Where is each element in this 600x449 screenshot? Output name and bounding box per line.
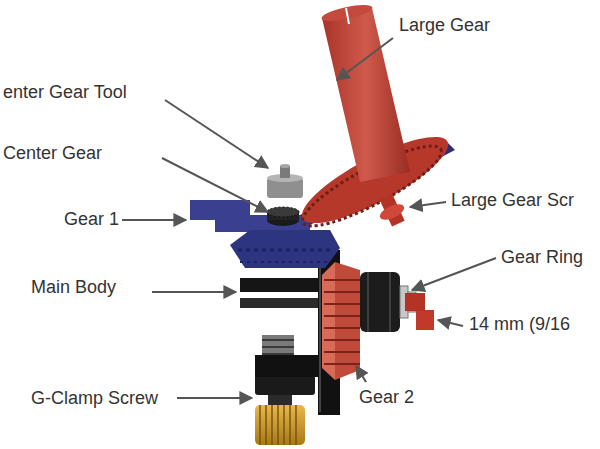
leader-lines [122, 38, 496, 398]
part-label: Large Gear Scr [450, 190, 575, 210]
gear-ring [360, 272, 434, 332]
g-clamp-screw [255, 335, 315, 445]
main-body [240, 250, 340, 415]
center-gear [267, 207, 299, 226]
part-label: Center Gear [2, 143, 103, 163]
part-label: G-Clamp Screw [30, 388, 159, 408]
center-gear-tool [267, 164, 303, 198]
gear-2 [322, 262, 360, 380]
part-label: Large Gear [398, 15, 491, 35]
part-label: Gear 2 [358, 387, 415, 407]
part-label: enter Gear Tool [2, 82, 128, 102]
part-label: Main Body [30, 277, 117, 297]
part-label: Gear 1 [63, 209, 120, 229]
large-gear [292, 2, 457, 239]
part-label: 14 mm (9/16 [468, 314, 571, 334]
part-label: Gear Ring [500, 247, 584, 267]
